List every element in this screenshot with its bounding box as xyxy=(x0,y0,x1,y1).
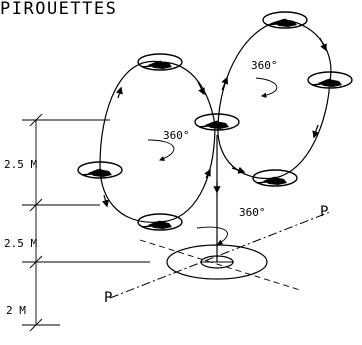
marker-left: P xyxy=(104,290,112,306)
helicopter-center xyxy=(194,113,240,131)
ground-crossline xyxy=(139,239,301,291)
rotation-arc-upper-right xyxy=(255,77,278,98)
axis-arrow-left xyxy=(204,168,211,179)
rotation-label-center: 360° xyxy=(163,129,190,142)
height-scale xyxy=(22,113,150,332)
arrow-left-down xyxy=(197,81,205,96)
arrow-left-up xyxy=(115,86,123,99)
arrow-right-lower xyxy=(231,166,246,174)
rotation-label-upper-right: 360° xyxy=(251,59,278,72)
rotation-label-lower: 360° xyxy=(239,206,266,219)
helipad-outer xyxy=(166,244,268,280)
arrow-right-down xyxy=(312,124,320,139)
height-label-middle: 2.5 M xyxy=(4,237,37,250)
arrow-right-up xyxy=(221,76,229,91)
marker-right: P xyxy=(320,204,328,220)
diagram-title: PIROUETTES xyxy=(0,0,117,19)
height-label-bottom: 2 M xyxy=(6,304,26,317)
ground-centerline xyxy=(109,211,331,299)
helicopter-right xyxy=(307,71,353,89)
right-loop-path xyxy=(217,19,286,180)
rotation-arc-center xyxy=(147,139,175,162)
left-loop-path xyxy=(99,60,216,223)
height-label-top: 2.5 M xyxy=(4,158,37,171)
rotation-arc-lower xyxy=(196,226,228,245)
arrow-left-lower xyxy=(102,194,109,208)
arrow-right-top xyxy=(319,37,327,52)
helicopter-top-right xyxy=(262,11,308,29)
